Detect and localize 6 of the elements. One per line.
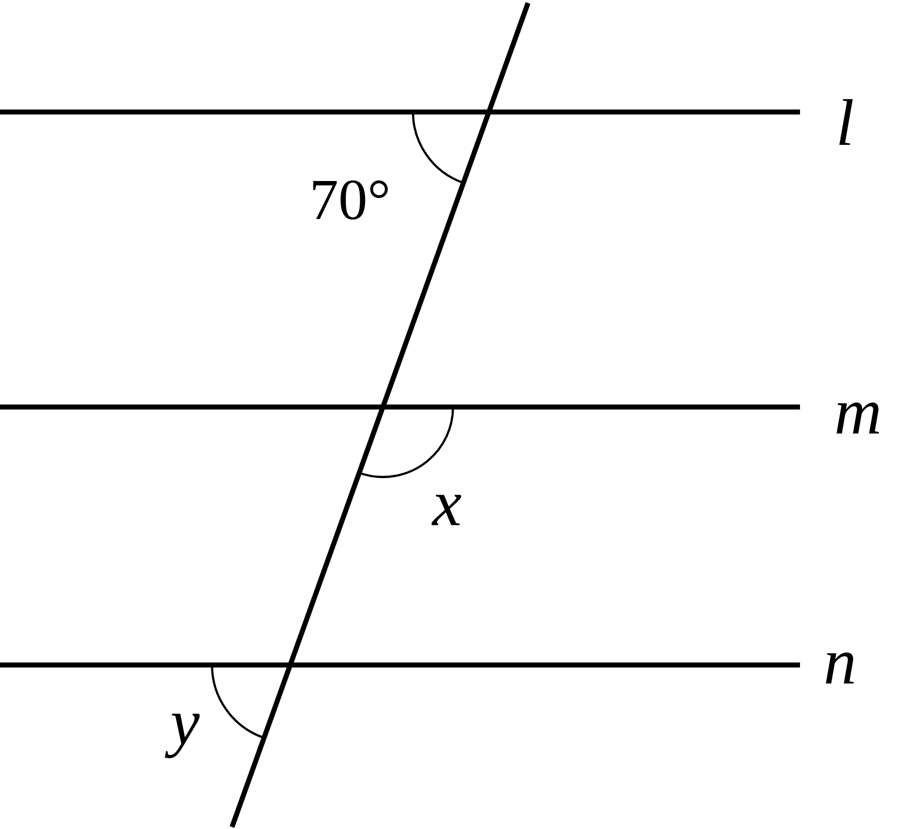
angle-label: y: [164, 714, 200, 758]
angle-label: x: [432, 494, 462, 526]
angle-label: 70°: [313, 180, 388, 220]
line-label: l: [839, 99, 853, 145]
line-label: m: [836, 402, 880, 434]
line-label: n: [826, 652, 854, 684]
